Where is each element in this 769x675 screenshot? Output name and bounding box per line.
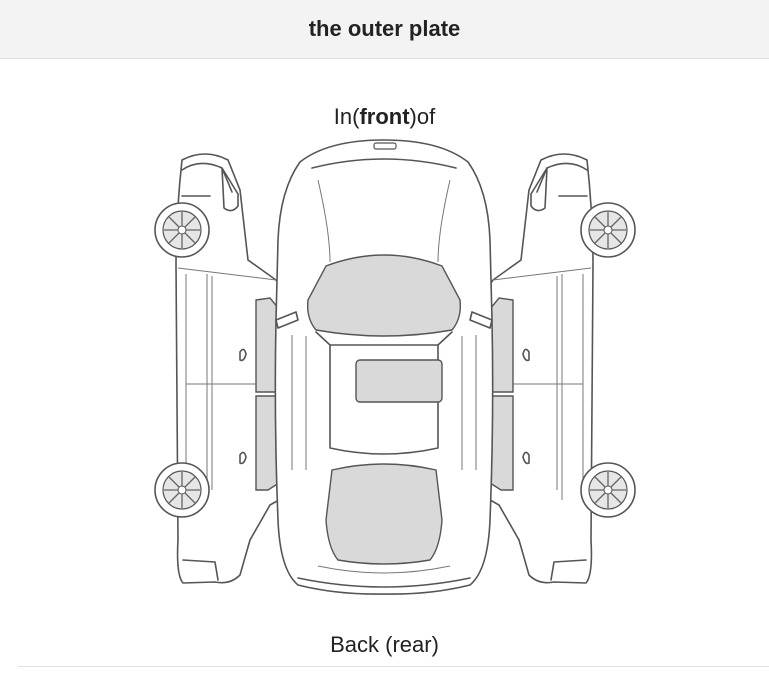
- left-front-wheel[interactable]: [154, 202, 210, 258]
- bottom-divider: [18, 666, 769, 667]
- back-label: Back (rear): [330, 632, 439, 657]
- car-left-side[interactable]: [154, 153, 301, 584]
- right-rear-wheel[interactable]: [580, 462, 636, 518]
- right-front-wheel[interactable]: [580, 202, 636, 258]
- page-title: the outer plate: [308, 16, 461, 41]
- car-top-view[interactable]: [274, 139, 494, 595]
- header-bar: the outer plate: [0, 0, 769, 59]
- front-label: In(front)of: [0, 104, 769, 130]
- sunroof: [355, 359, 443, 403]
- front-label-suffix: )of: [409, 104, 436, 129]
- front-label-bold: front: [359, 104, 410, 129]
- windshield: [306, 254, 462, 337]
- rear-window: [325, 463, 443, 565]
- car-right-side[interactable]: [468, 153, 636, 584]
- front-label-prefix: In(: [333, 104, 360, 129]
- left-rear-wheel[interactable]: [154, 462, 210, 518]
